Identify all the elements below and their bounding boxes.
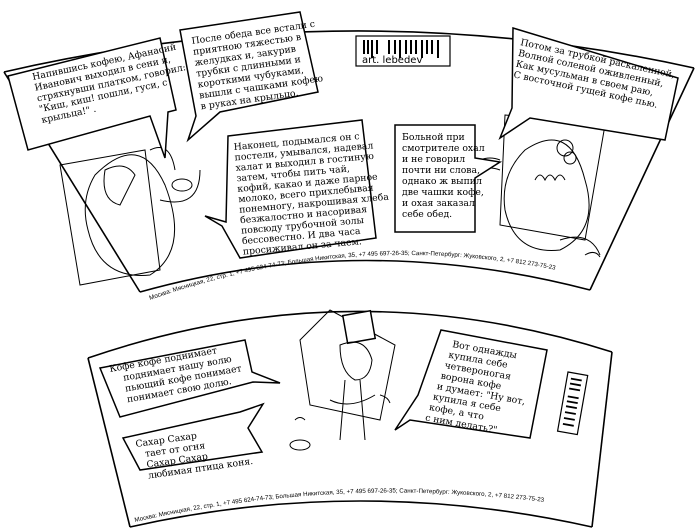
bubble-text-line: Больной при bbox=[402, 132, 465, 143]
illustration-man-in-top-hat bbox=[289, 309, 396, 451]
bottom-cup-right-edge bbox=[591, 351, 613, 528]
illustration-man-with-cup bbox=[59, 147, 201, 286]
svg-text:Больной при смотрителе о: Больной при смотрителе охал и не говорил… bbox=[402, 132, 488, 220]
speech-bubble-1: Напившись кофею, Афанасий Иванович выход… bbox=[7, 37, 187, 159]
bottom-cup-address-text: Москва: Мясницкая, 22, стр. 1, +7 495 62… bbox=[134, 488, 545, 524]
speech-bubble-3: Наконец, подымался он с постели, умывалс… bbox=[204, 119, 396, 259]
logo-text: art. lebedev bbox=[362, 55, 422, 66]
barcode-logo-rotated bbox=[556, 371, 589, 436]
speech-bubble-4: Потом за трубкой раскаленной, Волной сол… bbox=[498, 26, 679, 141]
bottom-cup-lower-edge bbox=[129, 500, 593, 528]
bubble-text-line: однако ж выпил bbox=[402, 176, 482, 187]
bottom-cup-left-edge bbox=[87, 357, 131, 528]
top-cup-lower-edge bbox=[139, 259, 591, 293]
bubble-text-line: две чашки кофе, bbox=[402, 187, 484, 198]
speech-bubble-6: Кофе кофе поднимает поднимает нашу волю … bbox=[98, 339, 281, 418]
bottom-cup-band bbox=[87, 310, 613, 528]
bubble-text-line: себе обед. bbox=[402, 209, 452, 220]
illustration-woman-with-cup bbox=[477, 114, 606, 258]
bubble-text-line: смотрителе охал bbox=[402, 143, 485, 154]
top-cup-right-edge bbox=[589, 67, 695, 291]
speech-bubble-7: Сахар Сахар тает от огня Сахар Сахар люб… bbox=[121, 402, 265, 482]
bubble-text-line: и охая заказал bbox=[402, 198, 475, 209]
svg-text:Вот однажды купила себе: Вот однажды купила себе четвероногая вор… bbox=[424, 337, 536, 441]
svg-text:Наконец, подымался он с: Наконец, подымался он с постели, умывалс… bbox=[233, 129, 396, 258]
speech-bubble-8: Вот однажды купила себе четвероногая вор… bbox=[394, 329, 548, 441]
speech-bubble-5: Больной при смотрителе охал и не говорил… bbox=[394, 124, 503, 233]
bubble-text-line: почти ни слова, bbox=[402, 165, 480, 176]
bubble-text-line: и не говорил bbox=[402, 154, 465, 165]
bottom-cup-upper-edge bbox=[87, 310, 613, 359]
bottom-cup-address: Москва: Мясницкая, 22, стр. 1, +7 495 62… bbox=[134, 488, 545, 524]
art-lebedev-logo: art. lebedev bbox=[355, 35, 451, 67]
